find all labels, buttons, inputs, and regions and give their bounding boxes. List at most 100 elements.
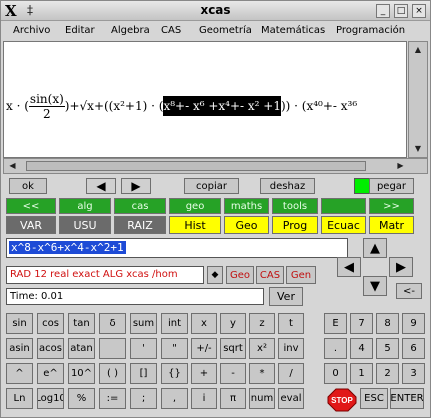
- key-left-r0c2[interactable]: tan: [68, 313, 95, 334]
- key-left-r0c5[interactable]: int: [161, 313, 188, 334]
- tab-cas[interactable]: cas: [114, 198, 166, 214]
- scroll-down-arrow-icon[interactable]: ▼: [414, 144, 422, 153]
- menu-geometria[interactable]: Geometría: [199, 25, 252, 36]
- prev-toolbar-button[interactable]: <<: [6, 198, 56, 214]
- key-left-r1c3[interactable]: [99, 338, 126, 359]
- key-mid-r0c1[interactable]: y: [220, 313, 246, 334]
- key-mid-r3c2[interactable]: num: [249, 388, 275, 409]
- menu-cas[interactable]: CAS: [161, 25, 182, 36]
- backspace-button[interactable]: <-: [396, 283, 422, 299]
- key-mid-r2c3[interactable]: /: [278, 363, 304, 384]
- key-left-r2c2[interactable]: 10^: [68, 363, 95, 384]
- key-num-r1c1[interactable]: 4: [350, 338, 373, 359]
- status-diamond-icon[interactable]: ◆: [207, 266, 223, 284]
- key-left-r3c4[interactable]: ;: [130, 388, 157, 409]
- scroll-up-arrow-icon[interactable]: ▲: [414, 45, 422, 54]
- copy-button[interactable]: copiar: [184, 178, 239, 194]
- nav-left-arrow-icon[interactable]: ◀: [337, 257, 361, 277]
- gen-status-button[interactable]: Gen: [286, 266, 316, 284]
- tab-empty[interactable]: [321, 198, 366, 214]
- horizontal-scrollbar[interactable]: ◀ ▶: [3, 158, 428, 174]
- expression-display[interactable]: x · (sin(x)2)+√x+((x²+1) · (x⁸+- x⁶ +x⁴+…: [3, 41, 407, 158]
- command-input-text[interactable]: x^8-x^6+x^4-x^2+1: [9, 241, 126, 254]
- key-left-r1c1[interactable]: acos: [37, 338, 64, 359]
- nav-down-arrow-icon[interactable]: ▼: [363, 276, 387, 296]
- arrow-left-icon[interactable]: ◀: [86, 178, 116, 194]
- key-mid-r1c0[interactable]: +/-: [191, 338, 217, 359]
- vertical-scrollbar[interactable]: ▲ ▼: [408, 41, 428, 158]
- key-num-r0c0[interactable]: E: [324, 313, 347, 334]
- key-left-r1c0[interactable]: asin: [6, 338, 33, 359]
- key-mid-r2c0[interactable]: +: [191, 363, 217, 384]
- matr-button[interactable]: Matr: [369, 216, 414, 234]
- key-mid-r3c0[interactable]: i: [191, 388, 217, 409]
- key-num-r1c2[interactable]: 5: [376, 338, 399, 359]
- key-left-r0c0[interactable]: sin: [6, 313, 33, 334]
- stop-button[interactable]: STOP: [327, 388, 357, 412]
- prog-button[interactable]: Prog: [272, 216, 318, 234]
- key-left-r2c0[interactable]: ^: [6, 363, 33, 384]
- selected-subexpression[interactable]: x⁸+- x⁶ +x⁴+- x² +1: [163, 96, 281, 116]
- key-mid-r3c1[interactable]: π: [220, 388, 246, 409]
- ecuac-button[interactable]: Ecuac: [321, 216, 366, 234]
- var-button[interactable]: VAR: [6, 216, 56, 234]
- key-mid-r1c1[interactable]: sqrt: [220, 338, 246, 359]
- key-num-r0c3[interactable]: 9: [402, 313, 425, 334]
- menu-programacion[interactable]: Programación: [336, 25, 406, 36]
- menu-editar[interactable]: Editar: [65, 25, 95, 36]
- minimize-button[interactable]: _: [376, 4, 390, 18]
- key-mid-r1c3[interactable]: inv: [278, 338, 304, 359]
- ver-button[interactable]: Ver: [269, 287, 303, 306]
- tab-alg[interactable]: alg: [59, 198, 111, 214]
- paste-button[interactable]: pegar: [369, 178, 414, 194]
- close-button[interactable]: ×: [412, 4, 426, 18]
- tab-geo[interactable]: geo: [169, 198, 221, 214]
- key-left-r3c5[interactable]: ,: [161, 388, 188, 409]
- key-mid-r0c2[interactable]: z: [249, 313, 275, 334]
- maximize-button[interactable]: □: [394, 4, 408, 18]
- key-left-r1c4[interactable]: ': [130, 338, 157, 359]
- key-left-r3c0[interactable]: Ln: [6, 388, 33, 409]
- status-line[interactable]: RAD 12 real exact ALG xcas /hom: [6, 266, 204, 284]
- key-left-r3c1[interactable]: Log10: [37, 388, 64, 409]
- menu-archivo[interactable]: Archivo: [13, 25, 51, 36]
- menu-algebra[interactable]: Algebra: [111, 25, 150, 36]
- key-num-r2c1[interactable]: 1: [350, 363, 373, 384]
- key-mid-r0c0[interactable]: x: [191, 313, 217, 334]
- key-mid-r2c2[interactable]: *: [249, 363, 275, 384]
- key-left-r2c5[interactable]: {}: [161, 363, 188, 384]
- nav-up-arrow-icon[interactable]: ▲: [363, 238, 387, 258]
- key-left-r0c4[interactable]: sum: [130, 313, 157, 334]
- key-num-r2c2[interactable]: 2: [376, 363, 399, 384]
- hist-button[interactable]: Hist: [169, 216, 221, 234]
- key-num-r0c1[interactable]: 7: [350, 313, 373, 334]
- menu-matematicas[interactable]: Matemáticas: [261, 25, 326, 36]
- key-left-r2c1[interactable]: e^: [37, 363, 64, 384]
- geo-button[interactable]: Geo: [224, 216, 269, 234]
- key-num-r1c0[interactable]: .: [324, 338, 347, 359]
- key-left-r3c2[interactable]: %: [68, 388, 95, 409]
- key-mid-r2c1[interactable]: -: [220, 363, 246, 384]
- scroll-left-arrow-icon[interactable]: ◀: [9, 161, 16, 170]
- raiz-button[interactable]: RAIZ: [114, 216, 166, 234]
- tab-tools[interactable]: tools: [272, 198, 318, 214]
- key-left-r2c4[interactable]: []: [130, 363, 157, 384]
- key-left-r1c2[interactable]: atan: [68, 338, 95, 359]
- scroll-thumb[interactable]: [26, 161, 366, 171]
- key-mid-r1c2[interactable]: x²: [249, 338, 275, 359]
- nav-right-arrow-icon[interactable]: ▶: [389, 257, 413, 277]
- key-mid-r3c3[interactable]: eval: [278, 388, 304, 409]
- key-num-r0c2[interactable]: 8: [376, 313, 399, 334]
- key-left-r2c3[interactable]: ( ): [99, 363, 126, 384]
- enter-button[interactable]: ENTER: [390, 388, 424, 409]
- key-left-r1c5[interactable]: ": [161, 338, 188, 359]
- geo-status-button[interactable]: Geo: [226, 266, 254, 284]
- ok-button[interactable]: ok: [9, 178, 47, 194]
- key-num-r2c0[interactable]: 0: [324, 363, 347, 384]
- key-num-r2c3[interactable]: 3: [402, 363, 425, 384]
- next-toolbar-button[interactable]: >>: [369, 198, 414, 214]
- pin-icon[interactable]: ‡: [27, 3, 33, 17]
- key-left-r0c1[interactable]: cos: [37, 313, 64, 334]
- command-input[interactable]: x^8-x^6+x^4-x^2+1: [6, 238, 348, 258]
- tab-maths[interactable]: maths: [224, 198, 269, 214]
